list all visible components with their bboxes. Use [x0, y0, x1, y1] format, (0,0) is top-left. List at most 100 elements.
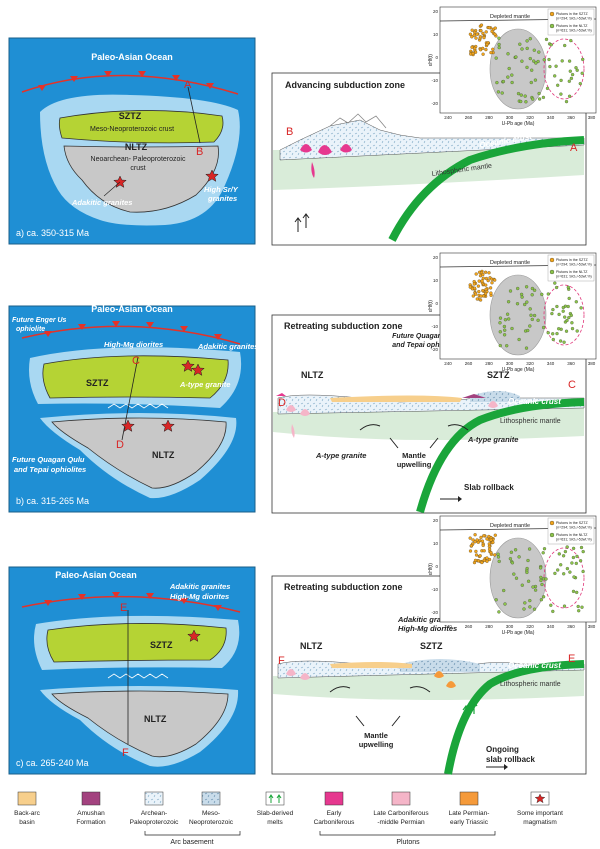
sztz-point [482, 549, 486, 553]
magmatism-star-icon [161, 419, 175, 432]
legend-sztz-2: (n=294; SiO₂>53wt.%) [556, 526, 592, 530]
nltz-point [581, 549, 585, 554]
sztz-point [481, 543, 485, 548]
nltz-point [574, 300, 578, 304]
mg-diorites-b: High-Mg diorites [104, 340, 163, 349]
legend-swatch-amushan [81, 791, 101, 806]
nltz-point [506, 300, 511, 304]
nltz-point [580, 71, 584, 75]
sztz-point [478, 35, 483, 39]
nltz-point [518, 42, 522, 46]
plutons-c [286, 669, 310, 680]
nltz-point [538, 566, 543, 570]
nltz-point [544, 577, 548, 581]
nltz-point [569, 38, 573, 43]
a-type-left-b: A-type granite [315, 451, 366, 460]
nltz-point [581, 569, 585, 574]
nltz-point [536, 318, 540, 322]
enger-b-2: ophiolite [16, 326, 45, 333]
legend-nltz-1: Plutons in the NLTZ [556, 24, 588, 28]
nltz-point [542, 547, 547, 551]
inset-xtick: 340 [547, 115, 555, 120]
rollback-c-2: slab rollback [486, 755, 535, 764]
inset-xtick: 380 [588, 624, 596, 629]
inset-xtick: 360 [567, 361, 575, 366]
nltz-crust-a-2: crust [130, 165, 145, 172]
sztz-point [491, 540, 495, 545]
nltz-point [579, 545, 584, 550]
nltz-point [553, 281, 557, 285]
nltz-point [510, 73, 514, 77]
nltz-point [497, 36, 501, 40]
nltz-point [523, 601, 527, 605]
nltz-point [527, 547, 532, 551]
nltz-point [495, 80, 499, 85]
nltz-point [570, 561, 574, 565]
inset-ylabel: εHf(t) [428, 563, 434, 575]
sztz-point [480, 560, 484, 565]
sztz-point [470, 45, 474, 49]
upwelling-arrows-a [294, 213, 310, 232]
sztz-point [481, 31, 485, 36]
nltz-point [542, 58, 546, 62]
nltz-point [551, 337, 555, 342]
inset-xtick: 340 [547, 361, 555, 366]
inset-ytick: -20 [431, 347, 438, 352]
trench-b-teeth [44, 321, 222, 340]
sztz-point [474, 272, 478, 276]
inset-xtick: 300 [506, 361, 514, 366]
sztz-point [475, 297, 479, 301]
nltz-point [494, 598, 498, 602]
sztz-point [493, 26, 497, 30]
inset-xlabel: U-Pb age (Ma) [502, 630, 535, 636]
depleted-mantle-label: Depleted mantle [490, 14, 530, 20]
legend-label-line2: basin [19, 819, 35, 826]
sztz-point [484, 283, 488, 287]
inset-xtick: 260 [465, 361, 473, 366]
point-a-label: A [184, 79, 192, 91]
sztz-point [485, 42, 489, 47]
nltz-point [520, 47, 524, 51]
sztz-point [473, 540, 477, 544]
nltz-point [505, 344, 509, 348]
inset-xtick: 260 [465, 624, 473, 629]
slab-c [444, 660, 585, 775]
trench-a-teeth [38, 71, 214, 91]
depleted-mantle-label: Depleted mantle [490, 523, 530, 529]
nltz-point [539, 575, 543, 580]
nltz-point [525, 300, 529, 304]
nltz-point [562, 572, 566, 576]
legend-nltz-marker [549, 532, 555, 538]
nltz-point [533, 588, 538, 592]
nltz-point [567, 296, 571, 301]
nltz-point [528, 56, 532, 61]
plutons-label: Plutons [396, 839, 420, 846]
nltz-point [500, 91, 504, 95]
section-a-a: A [570, 142, 578, 154]
nltz-point [555, 304, 559, 309]
nltz-point [565, 318, 569, 323]
sztz-point [488, 286, 493, 290]
nltz-point [537, 50, 541, 54]
plutons-b [286, 401, 498, 438]
nltz-point [528, 605, 532, 609]
nltz-point [537, 91, 541, 96]
a-type-b: A-type granite [179, 380, 230, 389]
magmatism-star-icon [205, 169, 219, 182]
nltz-point [524, 346, 529, 350]
nltz-point [506, 52, 510, 56]
qulu-b-2: and Tepai ophiolites [14, 465, 86, 474]
section-c-title: Retreating subduction zone [284, 582, 403, 592]
nltz-point [514, 576, 519, 580]
inset-ylabel: εHf(t) [428, 54, 434, 66]
nltz-label-a: NLTZ [125, 142, 148, 152]
legend-nltz-2: (n=631; SiO₂>53wt.%) [556, 275, 592, 279]
arc-basement-label: Arc basement [170, 839, 213, 846]
sztz-point [493, 533, 497, 537]
legend-sztz-marker [549, 257, 555, 263]
sztz-point [484, 287, 488, 292]
nltz-point [531, 97, 535, 101]
nltz-point [558, 339, 563, 343]
